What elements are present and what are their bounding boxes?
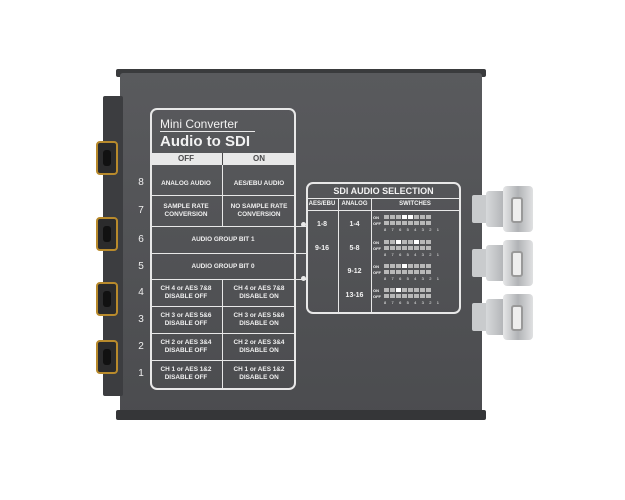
product-name: Audio to SDI	[160, 133, 250, 150]
dip-switch-strip	[384, 288, 431, 292]
audio-jack-1[interactable]	[96, 141, 118, 175]
switch-on-label: ON	[373, 240, 379, 245]
audio-jack-4[interactable]	[96, 340, 118, 374]
audio-jack-3[interactable]	[96, 282, 118, 316]
switch-1-on-label: CH 1 or AES 1&2 DISABLE ON	[233, 366, 285, 381]
audio-jack-2[interactable]	[96, 217, 118, 251]
switch-3-off-label: CH 3 or AES 5&6 DISABLE OFF	[160, 312, 212, 327]
col-switches: SWITCHES	[399, 201, 431, 207]
dip-switch-strip	[384, 270, 431, 274]
sdi-selection-title: SDI AUDIO SELECTION	[333, 186, 434, 196]
analog-range-2: 5-8	[349, 245, 360, 252]
switch-7-on-label: NO SAMPLE RATE CONVERSION	[230, 203, 288, 218]
switch-numbers: 8 7 6 5 4 3 2 1	[384, 300, 442, 305]
col-aes-ebu: AES/EBU	[308, 201, 336, 207]
device-bottom-edge	[116, 410, 486, 420]
off-on-header	[150, 153, 296, 165]
switch-7-off-label: SAMPLE RATE CONVERSION	[163, 203, 209, 218]
switch-numbers: 8 7 6 5 4 3 2 1	[384, 276, 442, 281]
switch-on-label: ON	[373, 215, 379, 220]
switch-8-on-label: AES/EBU AUDIO	[233, 180, 285, 187]
switch-2-off-label: CH 2 or AES 3&4 DISABLE OFF	[160, 339, 212, 354]
aes-range-2: 9-16	[314, 245, 329, 252]
switch-5-label: AUDIO GROUP BIT 0	[191, 263, 255, 270]
switch-number-6: 6	[138, 234, 144, 245]
switch-on-label: ON	[373, 288, 379, 293]
switch-off-label: OFF	[373, 270, 381, 275]
switch-6-label: AUDIO GROUP BIT 1	[191, 236, 255, 243]
switch-number-4: 4	[138, 287, 144, 298]
dip-switch-strip	[384, 215, 431, 219]
dip-switch-strip	[384, 246, 431, 250]
switch-off-label: OFF	[373, 221, 381, 226]
switch-number-7: 7	[138, 205, 144, 216]
switch-1-off-label: CH 1 or AES 1&2 DISABLE OFF	[160, 366, 212, 381]
switch-label-panel	[150, 108, 296, 390]
switch-number-3: 3	[138, 314, 144, 325]
switch-numbers: 8 7 6 5 4 3 2 1	[384, 227, 442, 232]
analog-range-1: 1-4	[349, 221, 360, 228]
switch-3-on-label: CH 3 or AES 5&6 DISABLE ON	[233, 312, 285, 327]
switch-4-on-label: CH 4 or AES 7&8 DISABLE ON	[233, 285, 285, 300]
dip-switch-strip	[384, 221, 431, 225]
switch-number-5: 5	[138, 261, 144, 272]
analog-range-4: 13-16	[345, 292, 364, 299]
header-off: OFF	[178, 154, 194, 163]
switch-on-label: ON	[373, 264, 379, 269]
dip-switch-strip	[384, 240, 431, 244]
switch-4-off-label: CH 4 or AES 7&8 DISABLE OFF	[160, 285, 212, 300]
switch-number-8: 8	[138, 177, 144, 188]
brand-underline	[160, 131, 255, 132]
dip-switch-strip	[384, 264, 431, 268]
switch-2-on-label: CH 2 or AES 3&4 DISABLE ON	[233, 339, 285, 354]
analog-range-3: 9-12	[347, 268, 362, 275]
col-analog: ANALOG	[341, 201, 368, 207]
switch-number-2: 2	[138, 341, 144, 352]
brand-line: Mini Converter	[160, 117, 239, 131]
switch-numbers: 8 7 6 5 4 3 2 1	[384, 252, 442, 257]
switch-number-1: 1	[138, 368, 144, 379]
aes-range-1: 1-8	[316, 221, 328, 228]
header-on: ON	[253, 154, 265, 163]
switch-off-label: OFF	[373, 294, 381, 299]
sdi-audio-selection-table	[306, 182, 461, 314]
switch-8-off-label: ANALOG AUDIO	[161, 180, 211, 187]
dip-switch-strip	[384, 294, 431, 298]
switch-off-label: OFF	[373, 246, 381, 251]
